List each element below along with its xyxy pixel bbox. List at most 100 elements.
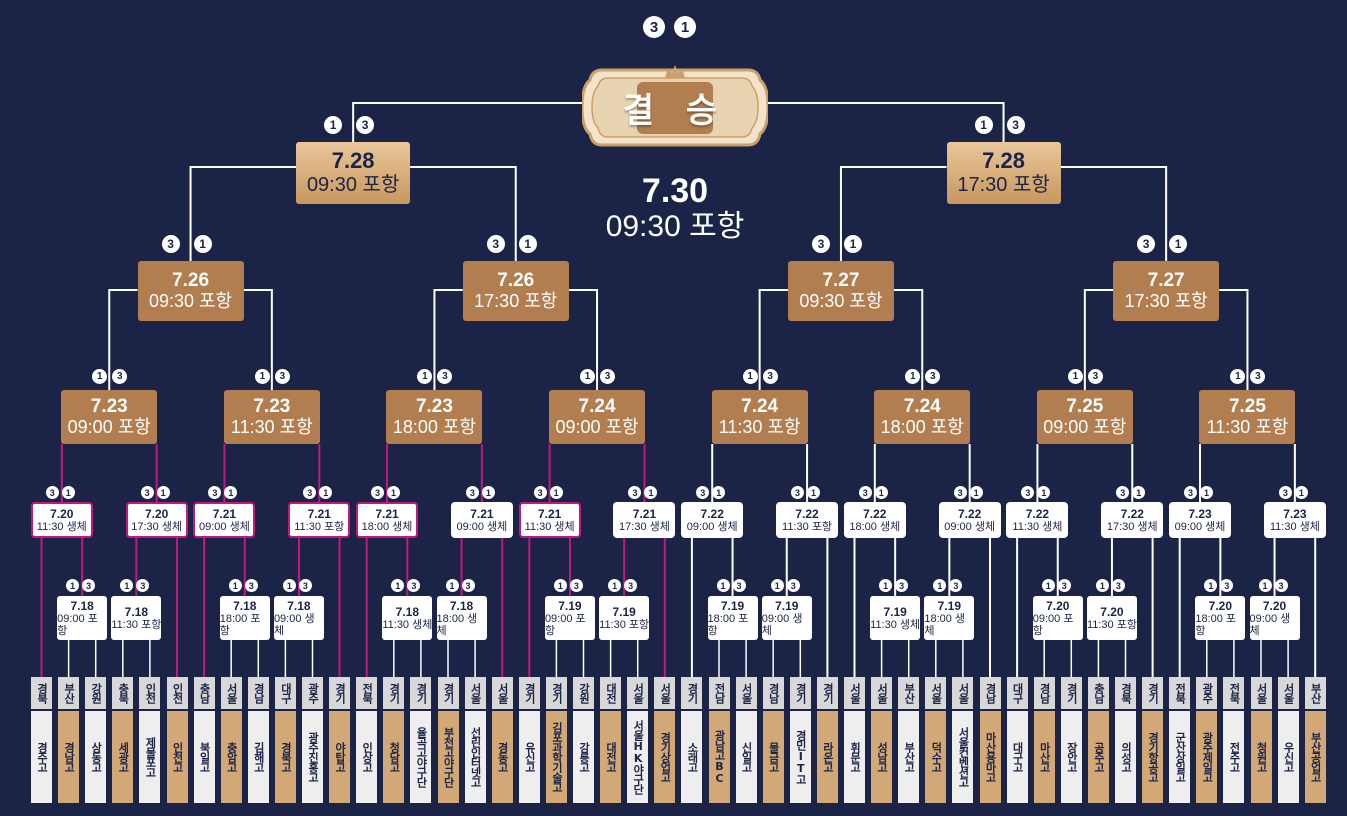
team-name: 군산상일고 — [1169, 711, 1191, 803]
match-time: 11:30 생체 — [524, 520, 575, 533]
score-value: 3 — [208, 486, 222, 499]
team-region: 인천 — [166, 677, 188, 709]
match-time: 09:00 생체 — [1174, 520, 1226, 533]
team-region: 부산 — [898, 677, 920, 709]
match-time: 09:00 생체 — [199, 520, 250, 533]
match-time: 11:30 포항 — [718, 417, 801, 437]
match-date: 7.20 — [1208, 598, 1233, 613]
team-region: 경기 — [545, 677, 567, 709]
match-time: 09:00 생체 — [686, 520, 738, 533]
match-date: 7.19 — [775, 598, 799, 613]
team-name: 덕수고 — [925, 711, 947, 803]
match-time: 11:30 포항 — [1086, 618, 1137, 631]
match-time: 11:30 포항 — [599, 618, 650, 631]
score-value: 3 — [486, 235, 505, 253]
match-time: 11:30 포항 — [111, 618, 162, 631]
team-region: 강원 — [573, 677, 594, 709]
score-value: 1 — [1037, 486, 1051, 499]
match-date: 7.22 — [863, 506, 887, 521]
score-value: 3 — [298, 579, 312, 592]
score-value: 1 — [1230, 369, 1246, 384]
team-name: 경북고 — [274, 711, 296, 803]
score-value: 1 — [874, 486, 888, 499]
match-date: 7.19 — [937, 598, 962, 613]
match-date: 7.20 — [144, 506, 169, 521]
bracket-line — [568, 289, 599, 390]
match-time: 11:30 생체 — [1012, 520, 1063, 533]
team-region: 서울 — [627, 677, 649, 709]
team-name: 마산고 — [1033, 711, 1055, 803]
score-value: 1 — [387, 486, 401, 499]
score-value: 3 — [461, 579, 475, 592]
team-region: 인천 — [139, 677, 161, 709]
team-name: 세광고 — [112, 711, 134, 803]
team-region: 전북 — [1223, 677, 1245, 709]
bracket-line — [1060, 166, 1168, 261]
score-value: 1 — [608, 579, 622, 592]
score-value: 1 — [742, 369, 758, 384]
score-value: 3 — [45, 486, 59, 499]
team-region: 서울 — [952, 677, 974, 709]
team-name: 김포과학기술고 — [545, 711, 567, 803]
score-value: 3 — [112, 369, 128, 384]
team-name: 라온고 — [816, 711, 838, 803]
score-value: 1 — [553, 579, 567, 592]
score-value: 3 — [1057, 579, 1071, 592]
team-name: 부산공업고 — [1304, 711, 1326, 803]
score-value: 1 — [1132, 486, 1146, 499]
team-region: 서울 — [1277, 677, 1299, 709]
score-value: 3 — [1021, 486, 1035, 499]
team-name: 성남고 — [871, 711, 893, 803]
match-time: 09:00 생체 — [944, 520, 996, 533]
score-value: 3 — [600, 369, 616, 384]
bracket-line — [768, 102, 1005, 142]
bracket-line — [189, 166, 297, 261]
match-time: 11:30 포항 — [294, 520, 345, 533]
match-date: 7.19 — [720, 598, 745, 613]
team-name: 광주제일고 — [1196, 711, 1218, 803]
match-date: 7.24 — [578, 396, 616, 417]
match-date: 7.23 — [415, 396, 453, 417]
bracket-line — [1083, 289, 1114, 390]
score-value: 3 — [1111, 579, 1125, 592]
score-value: 3 — [569, 579, 583, 592]
score-value: 1 — [120, 579, 134, 592]
match-date: 7.22 — [700, 506, 724, 521]
score-value: 3 — [371, 486, 385, 499]
match-date: 7.22 — [1025, 506, 1050, 521]
team-region: 충북 — [112, 677, 134, 709]
team-region: 서울 — [1250, 677, 1272, 709]
team-region: 대전 — [600, 677, 622, 709]
team-name: 광주진흥고 — [302, 711, 323, 803]
match-date: 7.21 — [212, 506, 237, 521]
score-value: 1 — [974, 116, 993, 134]
match-date: 7.27 — [822, 270, 860, 291]
final-emblem: 결 승 — [580, 60, 770, 155]
